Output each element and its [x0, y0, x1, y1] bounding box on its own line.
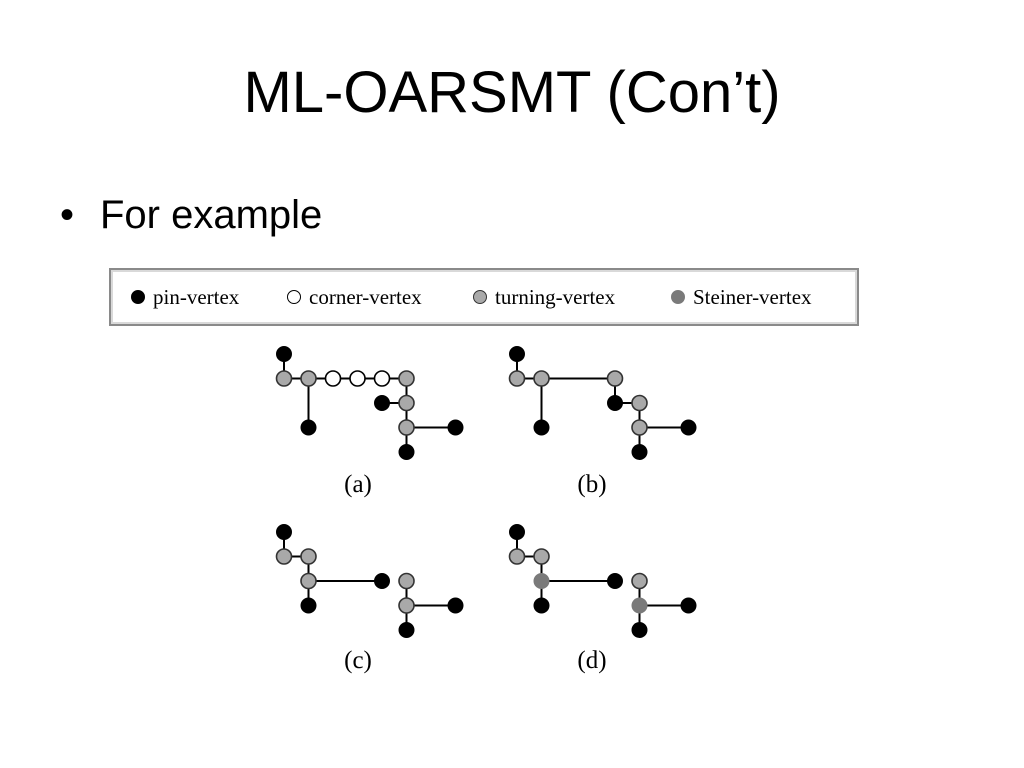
panel-c: (c) — [275, 524, 464, 674]
bullet-glyph: • — [60, 193, 75, 237]
legend-label-pin: pin-vertex — [153, 284, 240, 309]
turning-vertex — [300, 370, 317, 387]
bullet-text: For example — [100, 193, 323, 237]
turning-vertex — [533, 370, 550, 387]
slide-title: ML-OARSMT (Con’t) — [243, 60, 781, 125]
pin-vertex — [680, 597, 697, 614]
pin-vertex — [533, 597, 550, 614]
pin-vertex — [276, 346, 292, 362]
turning-vertex — [398, 419, 415, 436]
corner-vertex — [373, 370, 391, 387]
pin-vertex — [631, 622, 648, 638]
pin-vertex — [607, 395, 623, 411]
turning-vertex — [631, 419, 648, 436]
corner-vertex — [324, 370, 342, 387]
pin-vertex — [398, 622, 415, 638]
pin-vertex — [631, 444, 648, 460]
legend-item-turning: turning-vertex — [473, 270, 615, 324]
legend-label-steiner: Steiner-vertex — [693, 284, 812, 309]
pin-vertex — [447, 419, 464, 436]
turning-vertex — [300, 548, 317, 565]
turning-vertex — [398, 394, 415, 412]
pin-vertex — [509, 524, 525, 540]
legend-label-corner: corner-vertex — [309, 284, 422, 309]
panel-d: (d) — [508, 524, 697, 674]
legend-label-turning: turning-vertex — [495, 284, 616, 309]
turning-vertex — [398, 370, 415, 387]
turning-vertex — [631, 572, 648, 590]
pin-vertex — [447, 597, 464, 614]
pin-vertex — [300, 419, 317, 436]
panel-caption: (b) — [577, 471, 606, 498]
pin-vertex — [374, 395, 390, 411]
pin-vertex — [509, 346, 525, 362]
pin-vertex — [680, 419, 697, 436]
turning-vertex — [508, 370, 526, 387]
turning-vertex — [631, 394, 648, 412]
panel-caption: (a) — [344, 471, 372, 498]
panel-b: (b) — [508, 346, 697, 498]
bullet-item: • For example — [60, 190, 322, 240]
legend-item-steiner: Steiner-vertex — [671, 270, 812, 324]
turning-vertex — [398, 597, 415, 614]
corner-vertex-icon — [287, 290, 301, 304]
panel-caption: (c) — [344, 647, 372, 674]
steiner-vertex — [533, 573, 550, 589]
pin-vertex — [374, 573, 390, 589]
turning-vertex — [300, 572, 317, 590]
panel-caption: (d) — [577, 647, 606, 674]
corner-vertex — [349, 370, 366, 387]
turning-vertex — [533, 548, 550, 565]
panel-a: (a) — [275, 346, 464, 498]
pin-vertex — [398, 444, 415, 460]
turning-vertex — [275, 548, 293, 565]
turning-vertex — [275, 370, 293, 387]
legend: pin-vertex corner-vertex turning-vertex … — [109, 268, 859, 326]
steiner-vertex — [631, 597, 648, 614]
legend-item-pin: pin-vertex — [131, 270, 239, 324]
turning-vertex — [606, 370, 624, 387]
steiner-vertex-icon — [671, 290, 685, 304]
pin-vertex — [533, 419, 550, 436]
legend-item-corner: corner-vertex — [287, 270, 422, 324]
pin-vertex — [300, 597, 317, 614]
pin-vertex-icon — [131, 290, 145, 304]
pin-vertex — [607, 573, 623, 589]
pin-vertex — [276, 524, 292, 540]
turning-vertex-icon — [473, 290, 487, 304]
turning-vertex — [508, 548, 526, 565]
turning-vertex — [398, 572, 415, 590]
